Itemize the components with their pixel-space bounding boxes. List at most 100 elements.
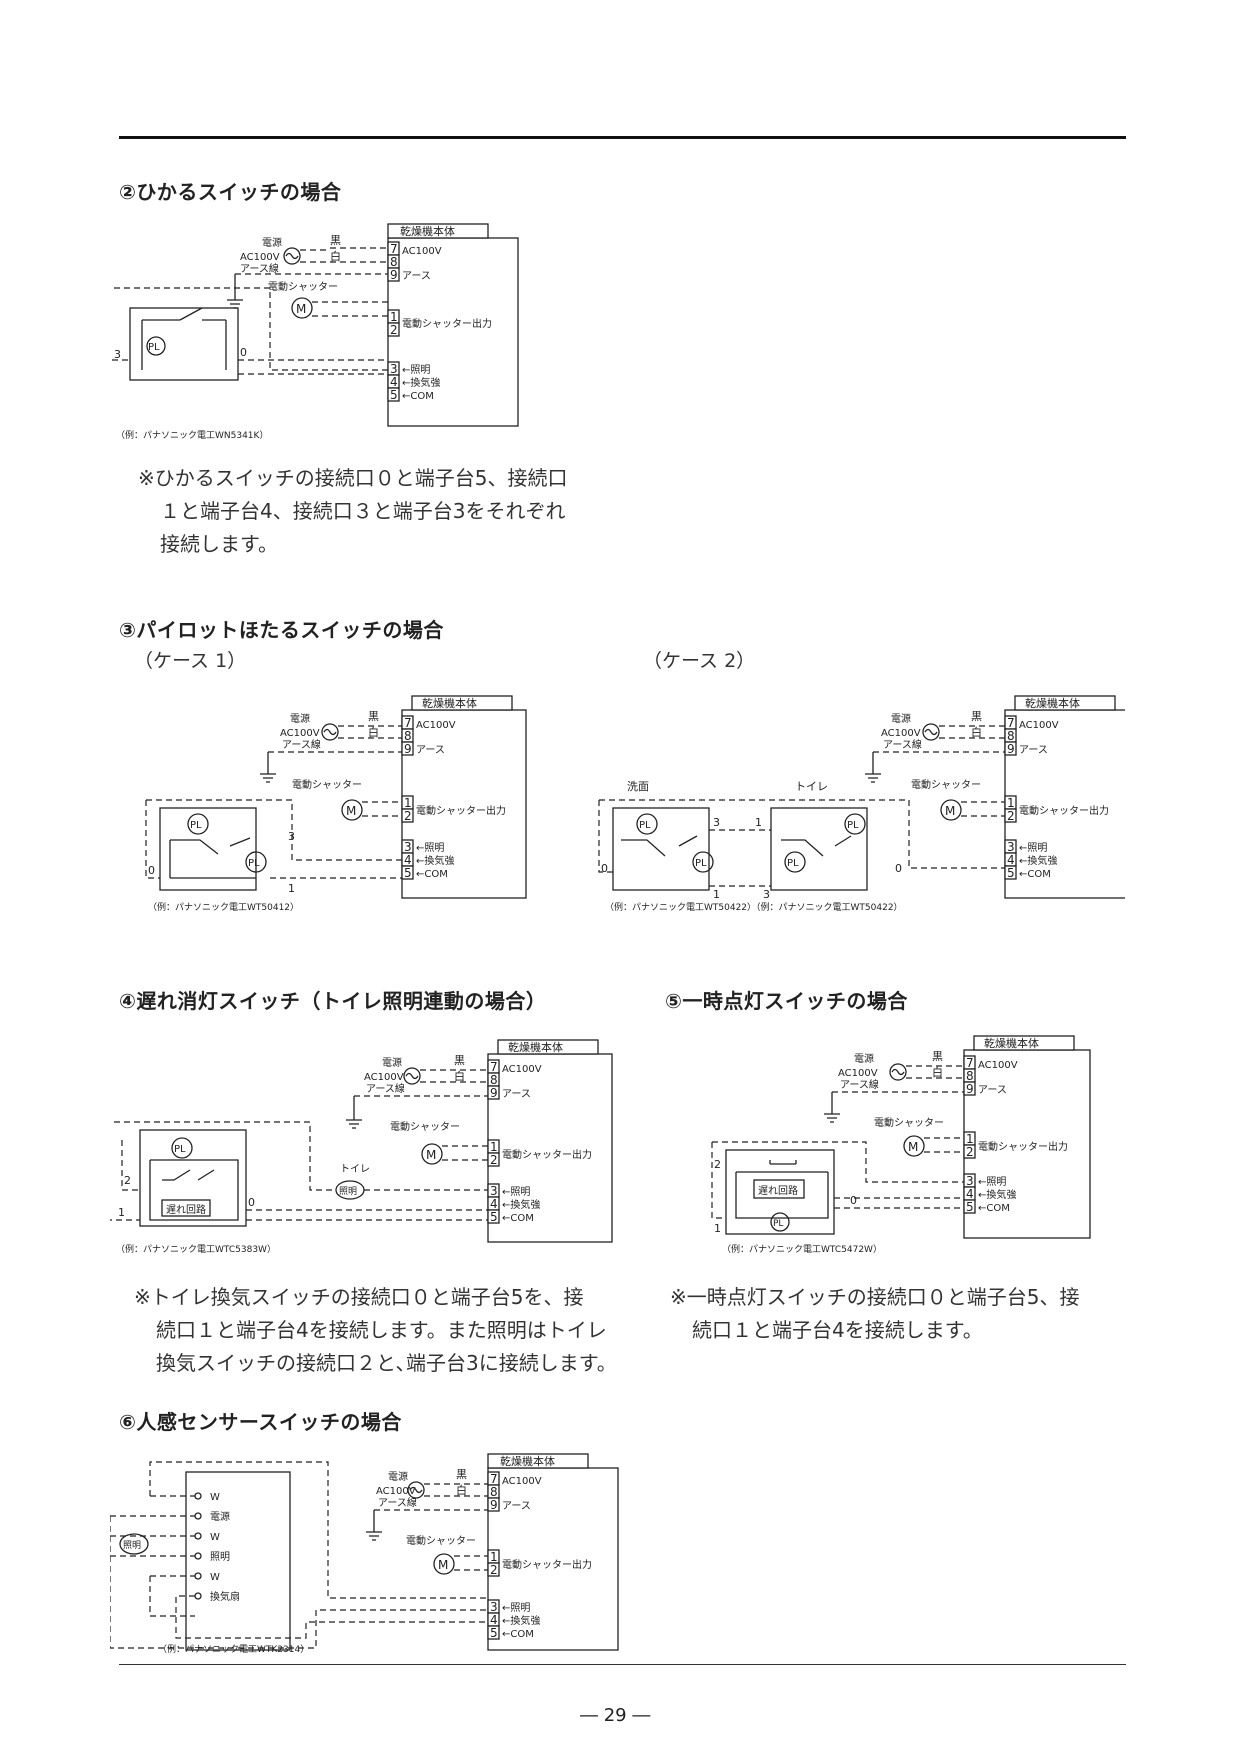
svg-text:1: 1 — [490, 1140, 498, 1154]
top-rule — [119, 136, 1126, 139]
svg-text:1: 1 — [118, 1206, 125, 1219]
svg-text:M: M — [296, 302, 306, 316]
svg-text:電源: 電源 — [290, 712, 310, 725]
section-4-note: ※トイレ換気スイッチの接続口０と端子台5を、接 続口１と端子台4を接続します。ま… — [134, 1285, 617, 1375]
svg-text:電源: 電源 — [262, 236, 282, 249]
svg-text:8: 8 — [490, 1073, 498, 1087]
svg-text:9: 9 — [404, 742, 412, 756]
svg-text:3: 3 — [1007, 840, 1015, 854]
svg-text:黒: 黒 — [932, 1050, 943, 1063]
svg-text:AC100V: AC100V — [376, 1486, 416, 1497]
svg-text:白: 白 — [330, 249, 341, 263]
section-4-title: ④遅れ消灯スイッチ（トイレ照明連動の場合） — [119, 989, 547, 1013]
svg-text:白: 白 — [456, 1483, 467, 1497]
svg-text:アース線: アース線 — [840, 1078, 879, 1091]
svg-text:8: 8 — [1007, 729, 1015, 743]
diagram-pilot-case1: 乾燥機本体 7 8 9 1 2 3 4 5 AC100V アース 電動シャッター… — [145, 695, 527, 913]
svg-text:黒: 黒 — [454, 1054, 465, 1067]
svg-text:洗面: 洗面 — [627, 780, 649, 793]
svg-text:2: 2 — [966, 1145, 974, 1159]
diagram-glow-switch: 乾燥機本体 7 8 9 1 2 3 4 5 AC100V アース 電動シャッター… — [110, 223, 519, 441]
svg-text:0: 0 — [850, 1194, 857, 1207]
svg-text:アース線: アース線 — [883, 738, 922, 751]
svg-text:←照明: ←照明 — [1019, 842, 1047, 854]
svg-text:1: 1 — [490, 1550, 498, 1564]
motor: 電動シャッター M — [268, 280, 388, 319]
svg-text:2: 2 — [490, 1563, 498, 1577]
svg-text:アース線: アース線 — [366, 1082, 405, 1095]
svg-text:←COM: ←COM — [978, 1203, 1010, 1214]
svg-text:2: 2 — [390, 323, 398, 337]
svg-text:←換気強: ←換気強 — [402, 376, 440, 389]
svg-text:3: 3 — [288, 830, 295, 843]
svg-text:トイレ: トイレ — [340, 1164, 370, 1175]
svg-text:7: 7 — [404, 716, 412, 730]
svg-text:4: 4 — [966, 1187, 974, 1201]
svg-text:5: 5 — [966, 1200, 974, 1214]
svg-text:2: 2 — [404, 809, 412, 823]
svg-text:AC100V: AC100V — [502, 1476, 542, 1487]
svg-text:遅れ回路: 遅れ回路 — [166, 1203, 206, 1216]
svg-text:換気扇: 換気扇 — [210, 1590, 240, 1603]
svg-text:4: 4 — [390, 375, 398, 389]
diagram-pilot-case2: 乾燥機本体 7 8 9 1 2 3 4 5 AC100V アース 電動シャッター… — [598, 695, 1125, 913]
svg-text:3: 3 — [490, 1600, 498, 1614]
svg-text:（例：パナソニック電工WT50422）（例：パナソニック電工: （例：パナソニック電工WT50422）（例：パナソニック電工WT50422） — [605, 901, 903, 913]
svg-text:M: M — [426, 1148, 436, 1162]
svg-text:電動シャッター出力: 電動シャッター出力 — [1019, 804, 1109, 817]
svg-text:7: 7 — [1007, 716, 1015, 730]
svg-text:1: 1 — [1007, 796, 1015, 810]
svg-text:1: 1 — [714, 1222, 721, 1235]
svg-text:7: 7 — [490, 1060, 498, 1074]
svg-text:9: 9 — [490, 1086, 498, 1100]
svg-text:アース: アース — [416, 745, 445, 756]
svg-text:4: 4 — [490, 1613, 498, 1627]
svg-text:AC100V: AC100V — [881, 728, 921, 739]
svg-text:1: 1 — [713, 888, 720, 901]
svg-text:3: 3 — [966, 1174, 974, 1188]
svg-text:電源: 電源 — [382, 1056, 402, 1069]
svg-text:AC100V: AC100V — [402, 246, 442, 257]
section-3-title: ③パイロットほたるスイッチの場合 — [119, 618, 444, 642]
page-number: ― 29 ― — [580, 1705, 651, 1726]
svg-text:7: 7 — [490, 1472, 498, 1486]
svg-text:0: 0 — [248, 1196, 255, 1209]
svg-text:5: 5 — [404, 866, 412, 880]
svg-text:PL: PL — [847, 820, 859, 831]
svg-text:アース: アース — [402, 271, 431, 282]
svg-text:←照明: ←照明 — [402, 364, 430, 376]
svg-text:照明: 照明 — [210, 1551, 230, 1563]
svg-text:0: 0 — [240, 346, 247, 359]
svg-text:0: 0 — [148, 864, 155, 877]
svg-text:←換気強: ←換気強 — [502, 1614, 540, 1627]
svg-text:電動シャッター出力: 電動シャッター出力 — [502, 1148, 592, 1161]
svg-text:電動シャッター: 電動シャッター — [390, 1120, 460, 1133]
svg-text:1: 1 — [404, 796, 412, 810]
svg-text:4: 4 — [1007, 853, 1015, 867]
svg-text:乾燥機本体: 乾燥機本体 — [1025, 696, 1080, 710]
svg-text:3: 3 — [490, 1184, 498, 1198]
svg-text:AC100V: AC100V — [502, 1064, 542, 1075]
svg-text:1: 1 — [755, 816, 762, 829]
svg-text:アース: アース — [1019, 745, 1048, 756]
svg-text:（例：パナソニック電工WN5341K）: （例：パナソニック電工WN5341K） — [116, 429, 268, 441]
svg-text:電源: 電源 — [854, 1052, 874, 1065]
svg-text:8: 8 — [390, 255, 398, 269]
svg-text:白: 白 — [971, 725, 982, 739]
svg-text:電動シャッター: 電動シャッター — [911, 778, 981, 791]
section-5-title: ⑤一時点灯スイッチの場合 — [665, 989, 908, 1013]
bottom-rule — [119, 1664, 1126, 1665]
svg-text:AC100V: AC100V — [978, 1060, 1018, 1071]
svg-text:7: 7 — [966, 1056, 974, 1070]
svg-text:3: 3 — [114, 348, 121, 361]
svg-text:AC100V: AC100V — [416, 720, 456, 731]
svg-text:AC100V: AC100V — [280, 728, 320, 739]
svg-text:黒: 黒 — [971, 710, 982, 723]
svg-text:PL: PL — [190, 820, 202, 831]
svg-text:←照明: ←照明 — [416, 842, 444, 854]
svg-text:PL: PL — [174, 1144, 186, 1155]
svg-text:←COM: ←COM — [416, 869, 448, 880]
svg-text:M: M — [945, 804, 955, 818]
svg-text:アース: アース — [978, 1085, 1007, 1096]
svg-text:遅れ回路: 遅れ回路 — [758, 1184, 798, 1197]
